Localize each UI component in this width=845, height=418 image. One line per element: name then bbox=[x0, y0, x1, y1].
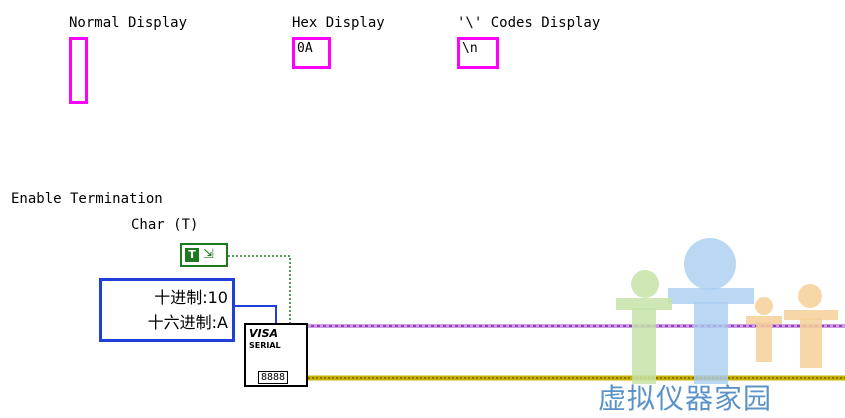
hex-display-indicator[interactable]: 0A bbox=[292, 37, 331, 69]
normal-display-indicator[interactable] bbox=[69, 37, 88, 104]
ring-hex-value: 十六进制:A bbox=[147, 313, 228, 332]
normal-display-label: Normal Display bbox=[69, 15, 188, 31]
visa-configure-serial-node[interactable]: VISA SERIAL 8888 bbox=[244, 323, 308, 387]
watermark-text: 虚拟仪器家园 bbox=[598, 382, 773, 415]
enable-termination-label: Enable Termination bbox=[11, 191, 163, 207]
serial-port-icon: 8888 bbox=[258, 371, 289, 384]
codes-display-label: '\' Codes Display bbox=[457, 15, 601, 31]
visa-text: VISA bbox=[249, 327, 279, 340]
termination-char-ring-constant[interactable]: 十进制:10 十六进制:A bbox=[99, 278, 235, 342]
ring-decimal-value: 十进制:10 bbox=[154, 288, 228, 307]
numeric-wire bbox=[235, 305, 277, 324]
boolean-true-glyph: T bbox=[185, 248, 199, 262]
boolean-wire bbox=[228, 255, 291, 324]
hex-display-label: Hex Display bbox=[292, 15, 385, 31]
codes-display-indicator[interactable]: \n bbox=[457, 37, 499, 69]
boolean-arrow-icon: ⇲ bbox=[203, 247, 214, 262]
enable-termination-constant[interactable]: T ⇲ bbox=[180, 243, 228, 267]
termination-char-label: Char (T) bbox=[131, 217, 199, 233]
watermark-figures-logo bbox=[616, 238, 838, 384]
serial-text: SERIAL bbox=[249, 341, 281, 350]
